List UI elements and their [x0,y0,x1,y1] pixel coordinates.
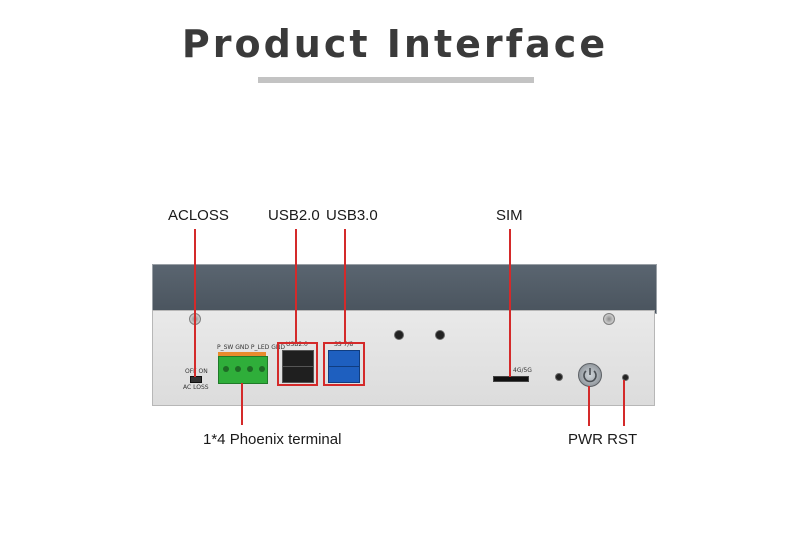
callout-line-acloss [194,229,196,377]
label-phoenix: 1*4 Phoenix terminal [203,431,342,448]
title-underline [258,77,534,83]
callout-line-usb20 [295,229,297,342]
offon-text: OFF ON [185,368,208,375]
pin-icon [223,366,229,372]
label-pwr-rst: PWR RST [568,431,638,448]
sim-tag: 4G/5G [513,367,532,374]
callout-line-rst [623,380,625,426]
phoenix-terminal-latches [218,352,266,358]
acloss-switch[interactable] [190,376,202,383]
phoenix-terminal[interactable] [218,356,268,384]
pin-icon [259,366,265,372]
callout-line-pwr [588,386,590,426]
sim-slot[interactable] [493,376,529,382]
pin-icon [235,366,241,372]
usb2-tag: USB2.0 [286,341,308,348]
antenna-hole-2 [435,330,445,340]
label-usb30: USB3.0 [326,207,378,224]
usb3-highlight-box [323,342,365,386]
acloss-small-text: AC LOSS [183,384,209,391]
pin-icon [247,366,253,372]
usb2-port-2[interactable] [282,366,314,383]
usb3-tag: SS 7/8 [334,341,354,348]
reset-button[interactable] [622,374,629,381]
antenna-hole-1 [394,330,404,340]
phoenix-pin-labels: P_SW GND P_LED GND [217,344,285,351]
usb3-port-2[interactable] [328,366,360,383]
callout-line-usb30 [344,229,346,342]
label-sim: SIM [496,207,523,224]
led-indicator [555,373,563,381]
callout-line-phoenix [241,383,243,425]
callout-line-sim [509,229,511,377]
page-title: Product Interface [181,22,609,66]
label-acloss: ACLOSS [168,207,229,224]
usb2-highlight-box [277,342,318,386]
screw-right-icon [603,313,615,325]
power-button[interactable] [578,363,602,387]
power-icon [583,368,597,383]
chassis-top-panel [152,264,657,314]
label-usb20: USB2.0 [268,207,320,224]
